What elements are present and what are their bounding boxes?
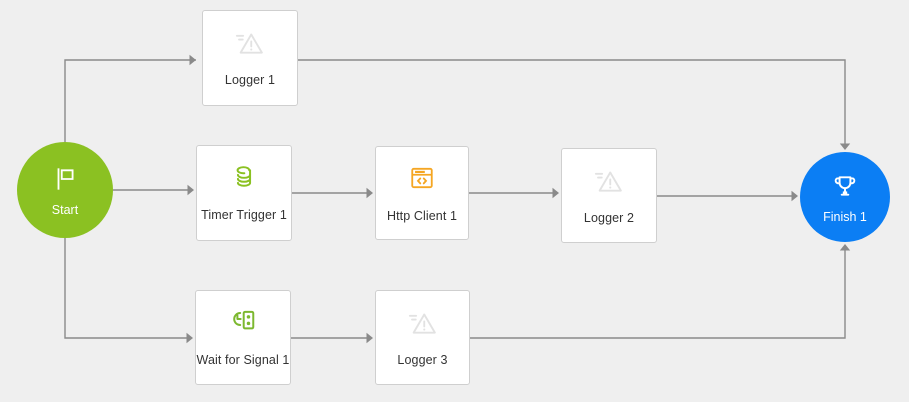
- edge-start-to-wait-for-signal-1: [64, 238, 193, 344]
- edge-arrowhead: [839, 143, 851, 150]
- edge-arrowhead: [187, 184, 194, 196]
- node-logger-1[interactable]: Logger 1: [202, 10, 298, 106]
- node-wait-for-signal-1-label: Wait for Signal 1: [196, 353, 290, 367]
- node-http-client-1[interactable]: Http Client 1: [375, 146, 469, 240]
- edge-arrowhead: [366, 332, 373, 344]
- edge-logger-3-to-finish-1: [470, 244, 851, 339]
- edge-arrowhead: [552, 187, 559, 199]
- edge-wait-for-signal-1-to-logger-3: [291, 332, 373, 344]
- node-http-client-1-label: Http Client 1: [386, 209, 458, 223]
- node-logger-3-label: Logger 3: [397, 353, 448, 367]
- stacked-disc-icon: [227, 160, 261, 194]
- code-window-icon: [405, 161, 439, 195]
- node-start[interactable]: Start: [17, 142, 113, 238]
- flag-icon: [50, 164, 80, 194]
- warning-triangle-icon: [592, 163, 626, 197]
- edge-start-to-timer-trigger-1: [113, 184, 194, 196]
- warning-triangle-icon: [233, 25, 267, 59]
- edge-logger-2-to-finish-1: [657, 190, 798, 202]
- node-timer-trigger-1-label: Timer Trigger 1: [201, 208, 287, 222]
- node-logger-1-label: Logger 1: [224, 73, 276, 87]
- edge-arrowhead: [189, 54, 196, 66]
- node-logger-2-label: Logger 2: [583, 211, 635, 225]
- edge-arrowhead: [839, 244, 851, 251]
- clock-signal-icon: [226, 305, 260, 339]
- edge-start-to-logger-1: [64, 54, 196, 142]
- edge-timer-trigger-1-to-http-client-1: [292, 187, 373, 199]
- edge-logger-1-to-finish-1: [298, 59, 851, 150]
- node-wait-for-signal-1[interactable]: Wait for Signal 1: [195, 290, 291, 385]
- node-logger-2[interactable]: Logger 2: [561, 148, 657, 243]
- edge-http-client-1-to-logger-2: [469, 187, 559, 199]
- node-timer-trigger-1[interactable]: Timer Trigger 1: [196, 145, 292, 241]
- trophy-icon: [830, 171, 860, 201]
- edge-arrowhead: [186, 332, 193, 344]
- node-start-label: Start: [51, 202, 79, 217]
- edge-arrowhead: [791, 190, 798, 202]
- edge-arrowhead: [366, 187, 373, 199]
- node-finish-1-label: Finish 1: [823, 209, 867, 224]
- warning-triangle-icon: [406, 305, 440, 339]
- node-logger-3[interactable]: Logger 3: [375, 290, 470, 385]
- node-finish-1[interactable]: Finish 1: [800, 152, 890, 242]
